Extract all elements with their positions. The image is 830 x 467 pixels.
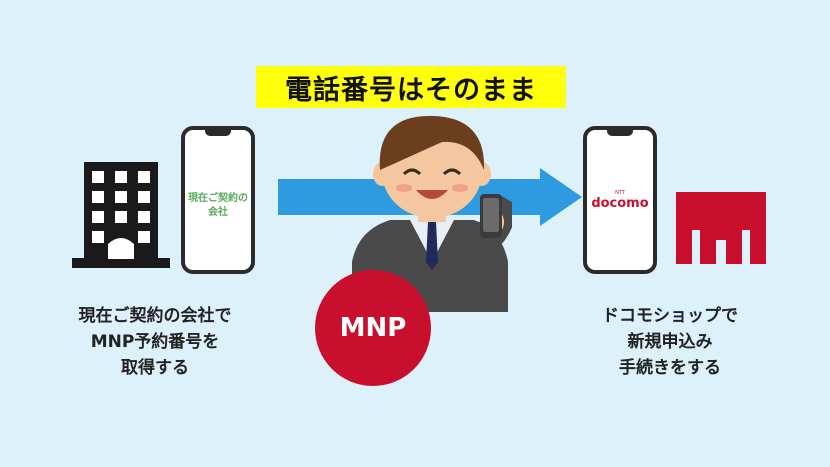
docomo-logo: docomo xyxy=(591,196,649,211)
docomo-shop-icon xyxy=(676,192,766,264)
phone-number-unchanged-banner: 電話番号はそのまま xyxy=(256,66,566,108)
mnp-label: MNP xyxy=(339,313,407,343)
docomo-small-text: NTT xyxy=(615,190,625,196)
current-carrier-screen-text: 現在ご契約の 会社 xyxy=(185,192,251,220)
right-caption-line2: 新規申込み xyxy=(627,332,713,352)
screen-text-line2: 会社 xyxy=(208,207,228,218)
banner-text: 電話番号はそのまま xyxy=(285,74,537,106)
right-caption-line3: 手続きをする xyxy=(619,358,721,378)
left-caption-line1: 現在ご契約の会社で xyxy=(78,306,232,326)
left-caption-line2: MNP予約番号を xyxy=(90,332,220,352)
mnp-badge: MNP xyxy=(315,270,431,386)
right-step-caption: ドコモショップで 新規申込み 手続きをする xyxy=(570,303,770,381)
left-step-caption: 現在ご契約の会社で MNP予約番号を 取得する xyxy=(50,303,260,381)
current-carrier-phone: 現在ご契約の 会社 xyxy=(181,126,255,274)
phone-notch xyxy=(205,130,231,136)
office-building-icon xyxy=(72,162,170,268)
phone-notch xyxy=(607,130,633,136)
left-caption-line3: 取得する xyxy=(121,358,189,378)
docomo-phone: NTT docomo xyxy=(583,126,657,274)
right-caption-line1: ドコモショップで xyxy=(602,306,738,326)
screen-text-line1: 現在ご契約の xyxy=(188,193,248,204)
